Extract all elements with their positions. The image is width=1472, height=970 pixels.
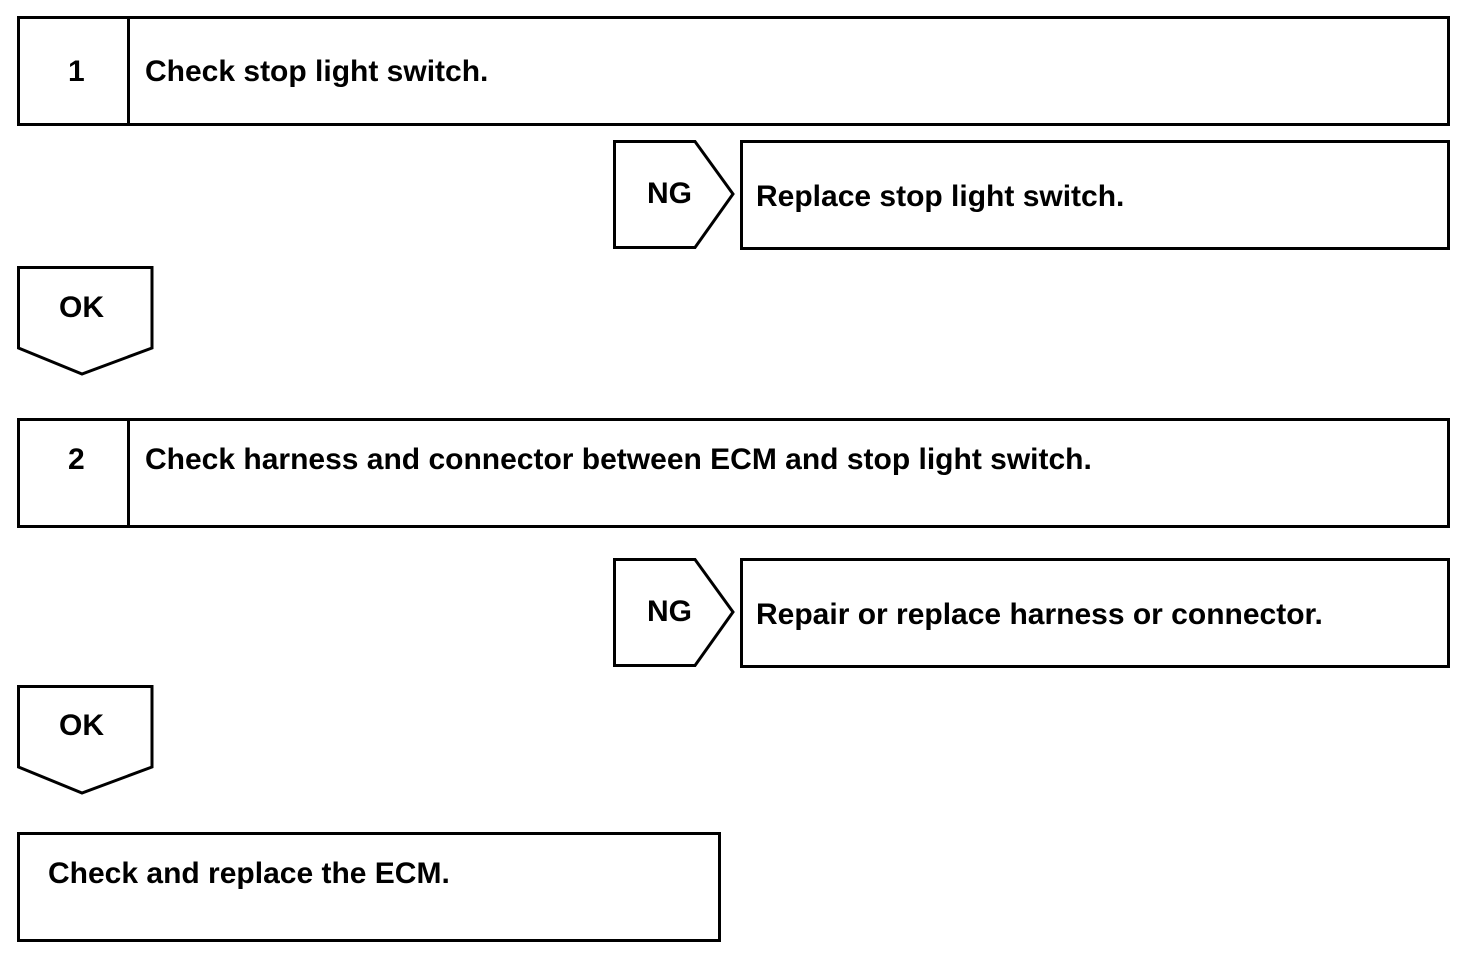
ok-1-arrow <box>17 266 154 376</box>
ng-2-arrow <box>613 558 735 667</box>
ng-2-action-box: Repair or replace harness or connector. <box>740 558 1450 668</box>
step-2-text: Check harness and connector between ECM … <box>145 443 1092 476</box>
ng-1-action-box: Replace stop light switch. <box>740 140 1450 250</box>
ok-2-label: OK <box>59 709 104 742</box>
step-2-number-cell <box>20 421 130 525</box>
ok-1-label: OK <box>59 291 104 324</box>
step-1-number-cell <box>20 19 130 123</box>
ng-1-arrow <box>613 140 735 249</box>
ng-1-label: NG <box>647 177 692 210</box>
ng-1-action-text: Replace stop light switch. <box>756 180 1125 213</box>
step-1-box: 1 Check stop light switch. <box>17 16 1450 126</box>
step-1-number: 1 <box>68 55 85 88</box>
step-1-text: Check stop light switch. <box>145 55 489 88</box>
ng-2-label: NG <box>647 595 692 628</box>
ng-2-action-text: Repair or replace harness or connector. <box>756 598 1323 631</box>
ok-2-arrow <box>17 685 154 795</box>
final-action-box: Check and replace the ECM. <box>17 832 721 942</box>
step-2-box: 2 Check harness and connector between EC… <box>17 418 1450 528</box>
final-action-text: Check and replace the ECM. <box>48 857 450 890</box>
step-2-number: 2 <box>68 443 85 476</box>
